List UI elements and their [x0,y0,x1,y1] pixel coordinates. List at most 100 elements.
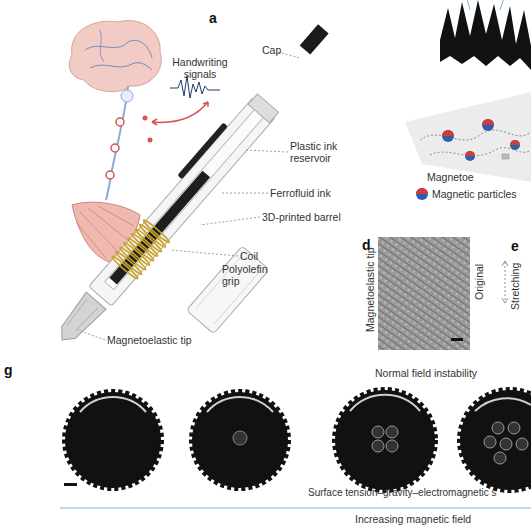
art-path [420,130,531,140]
brain-illustration [69,21,161,92]
axis-title: Increasing magnetic field [355,513,471,525]
art-circle [494,452,506,464]
texture-micrograph [378,237,470,350]
part-name: 3D-printed barrel [262,211,362,223]
art-path [207,397,273,412]
art-path [100,30,104,62]
part-name: Plastic ink reservoir [290,140,360,164]
art-rect [502,154,509,159]
particle-icon [416,188,428,200]
art-ellipse [127,237,155,262]
art-circle [106,171,114,179]
art-path [65,299,98,334]
art-line [222,193,268,194]
art-ellipse [134,228,162,253]
axis-label: Stretching [509,263,521,310]
art-ellipse [119,246,147,271]
art-circle [460,390,531,490]
art-path [442,130,454,136]
art-rect [177,122,227,179]
panel-letter: e [511,238,525,254]
art-ellipse [123,241,151,266]
panel-letter: a [209,10,229,26]
art-ellipse [138,223,166,248]
art-path [52,292,106,348]
art-circle [65,392,161,488]
annotation: Surface tension–gravity–electromagnetic … [308,487,496,499]
leader-lines [78,52,300,340]
art-path [440,0,531,70]
art-circle [492,422,504,434]
art-line [78,330,105,340]
art-path [465,151,475,156]
part-name: Cap [262,44,292,56]
pen-body [46,89,281,351]
art-ellipse [115,250,143,275]
part-name: Magnetic particles [432,188,517,200]
ferrofluid-spikes [440,0,531,70]
art-rect [248,94,278,123]
axis-label: Magnetoelastic tip [364,247,376,332]
part-name: Magnetoelastic tip [107,334,217,346]
scale-bar [451,338,463,341]
magnetic-particle [482,119,494,131]
art-path [416,188,428,194]
art-circle [416,188,428,200]
art-circle [386,440,398,452]
art-line [278,52,300,58]
art-path [482,119,494,125]
pen-cap [300,24,329,54]
art-circle [116,118,124,126]
art-path [80,397,146,412]
part-name: Coil [240,250,280,262]
signal-trace [152,76,220,125]
art-ellipse [111,255,139,280]
scale-bar [64,483,77,486]
art-line [505,262,506,302]
art-path [510,140,520,145]
art-circle [386,426,398,438]
art-polygon [405,92,531,182]
art-path [475,398,531,411]
magnetic-particle [442,130,454,142]
annotation: Normal field instability [375,367,477,379]
art-circle [192,392,288,488]
art-path [152,102,208,122]
art-path [106,86,128,200]
art-circle [442,130,454,142]
art-circle [516,438,528,450]
field-axis [60,507,531,509]
art-circle [233,431,247,445]
neuron-illustration [106,86,153,200]
art-line [200,217,260,225]
annotation: Handwriting signals [165,56,235,80]
part-name: Magnetoe [427,171,474,183]
art-path [152,119,157,125]
art-circle [482,119,494,131]
stretch-arrowheads [502,261,508,303]
part-name: Polyolefin grip [222,263,282,287]
art-circle [143,116,148,121]
art-path [85,40,152,58]
art-circle [484,436,496,448]
particle-fan [405,92,531,200]
magnetic-particle [510,140,520,150]
art-circle [500,438,512,450]
art-circle [372,440,384,452]
art-circle [121,90,133,102]
art-path [466,0,505,10]
art-ellipse [142,219,170,244]
art-path [203,102,208,107]
stretch-arrow [505,262,506,302]
art-circle [372,426,384,438]
ferrofluid-drops [65,390,531,490]
art-circle [510,140,520,150]
part-name: Ferrofluid ink [270,187,360,199]
art-path [350,395,420,411]
art-circle [508,422,520,434]
art-circle [111,144,119,152]
art-circle [465,151,475,161]
panel-letter: g [4,362,18,378]
art-circle [148,138,153,143]
